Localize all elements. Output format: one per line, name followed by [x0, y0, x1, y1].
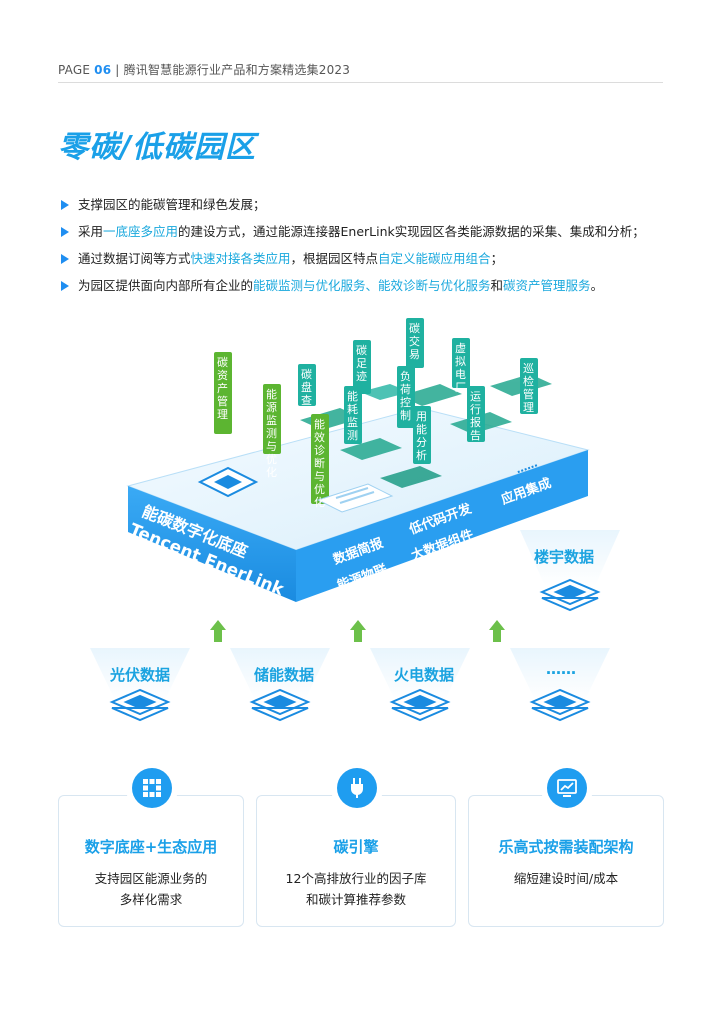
source-pv-label: 光伏数据	[110, 666, 171, 684]
source-beams	[90, 530, 620, 700]
page-prefix: PAGE	[58, 63, 95, 77]
plug-icon	[337, 768, 377, 808]
card-description: 12个高排放行业的因子库 和碳计算推荐参数	[285, 871, 427, 907]
app-tag-label: 巡检管理	[523, 362, 534, 414]
highlight-text: 一底座多应用	[103, 224, 179, 239]
app-tags	[214, 352, 329, 504]
bullet-text: ；	[490, 251, 504, 266]
source-more-label: ……	[546, 660, 576, 678]
dashboard-chart-icon	[547, 768, 587, 808]
highlight-text: 快速对接各类应用	[190, 251, 291, 266]
card-title: 乐高式按需装配架构	[498, 838, 634, 856]
app-tag-label: 碳盘查	[301, 368, 312, 407]
source-chip-icons	[109, 578, 601, 722]
bullet-text: 的建设方式，通过能源连接器EnerLink实现园区各类能源数据的采集、集成和分析…	[178, 224, 645, 239]
bullet-text: 支撑园区的能碳管理和绿色发展；	[78, 197, 266, 212]
highlight-text: 碳资产管理服务	[503, 278, 591, 293]
feature-card: 碳引擎 12个高排放行业的因子库 和碳计算推荐参数	[256, 768, 456, 927]
app-tag-label: 碳资产管理	[217, 356, 228, 421]
bullet-item: 通过数据订阅等方式快速对接各类应用，根据园区特点自定义能碳应用组合；	[58, 250, 678, 268]
platform-illustration	[90, 318, 620, 722]
app-tag-label: 碳足迹	[356, 344, 367, 383]
building-data-label: 楼宇数据	[534, 548, 595, 566]
bullet-text: ，根据园区特点	[290, 251, 379, 266]
page-title: 零碳/低碳园区	[58, 130, 256, 165]
app-tags-teal	[298, 318, 538, 464]
app-tag-label: 用能分析	[416, 410, 427, 462]
card-description: 支持园区能源业务的 多样化需求	[94, 871, 208, 907]
bullet-item: 支撑园区的能碳管理和绿色发展；	[58, 196, 678, 214]
feature-cards: 数字底座+生态应用 支持园区能源业务的 多样化需求 碳引擎 12个高排放行业的因…	[58, 768, 664, 927]
bullet-text: 通过数据订阅等方式	[78, 251, 191, 266]
highlight-text: 自定义能碳应用组合	[378, 251, 491, 266]
bullet-list: 支撑园区的能碳管理和绿色发展； 采用一底座多应用的建设方式，通过能源连接器Ener…	[58, 196, 678, 304]
grid-network-icon	[132, 768, 172, 808]
document-card-icon	[316, 483, 394, 513]
card-title: 碳引擎	[333, 838, 379, 856]
card-description: 缩短建设时间/成本	[513, 871, 619, 886]
app-tag-label: 能耗监测	[347, 390, 358, 442]
card-title: 数字底座+生态应用	[84, 838, 218, 856]
triangle-bullet-icon	[61, 254, 69, 264]
highlight-text: 能碳监测与优化服务、能效诊断与优化服务	[253, 278, 491, 293]
triangle-bullet-icon	[61, 281, 69, 291]
chip-icon	[197, 466, 259, 498]
app-tag-label: 能源监测与优化	[266, 388, 277, 479]
bullet-item: 采用一底座多应用的建设方式，通过能源连接器EnerLink实现园区各类能源数据的…	[58, 223, 678, 241]
source-storage-label: 储能数据	[254, 666, 315, 684]
triangle-bullet-icon	[61, 227, 69, 237]
triangle-bullet-icon	[61, 200, 69, 210]
header-separator: |	[111, 63, 124, 77]
app-tag-label: 碳交易	[409, 322, 420, 361]
bullet-text: 和	[490, 278, 504, 293]
platform-slab	[126, 407, 590, 602]
doc-title: 腾讯智慧能源行业产品和方案精选集2023	[123, 63, 351, 77]
bullet-text: 。	[590, 278, 604, 293]
feature-card: 乐高式按需装配架构 缩短建设时间/成本	[468, 768, 664, 927]
architecture-diagram: 碳资产管理 能源监测与优化 能效诊断与优化碳盘查 碳足迹能耗监测 碳交易负荷控制用能分析…	[0, 300, 721, 770]
app-tag-label: 负荷控制	[400, 370, 411, 422]
page-header: PAGE 06 | 腾讯智慧能源行业产品和方案精选集2023	[58, 61, 350, 78]
feature-card: 数字底座+生态应用 支持园区能源业务的 多样化需求	[58, 768, 244, 927]
app-tag-label: 虚拟电厂	[455, 342, 466, 394]
source-thermal-label: 火电数据	[394, 666, 455, 684]
bullet-text: 采用	[78, 224, 104, 239]
up-arrows	[210, 620, 505, 642]
app-tag-label: 运行报告	[470, 390, 481, 442]
bullet-item: 为园区提供面向内部所有企业的能碳监测与优化服务、能效诊断与优化服务和碳资产管理服…	[58, 277, 678, 295]
app-tag-label: 能效诊断与优化	[314, 418, 325, 509]
page-number: 06	[94, 63, 112, 77]
bullet-text: 为园区提供面向内部所有企业的	[78, 278, 254, 293]
header-divider	[58, 82, 663, 83]
